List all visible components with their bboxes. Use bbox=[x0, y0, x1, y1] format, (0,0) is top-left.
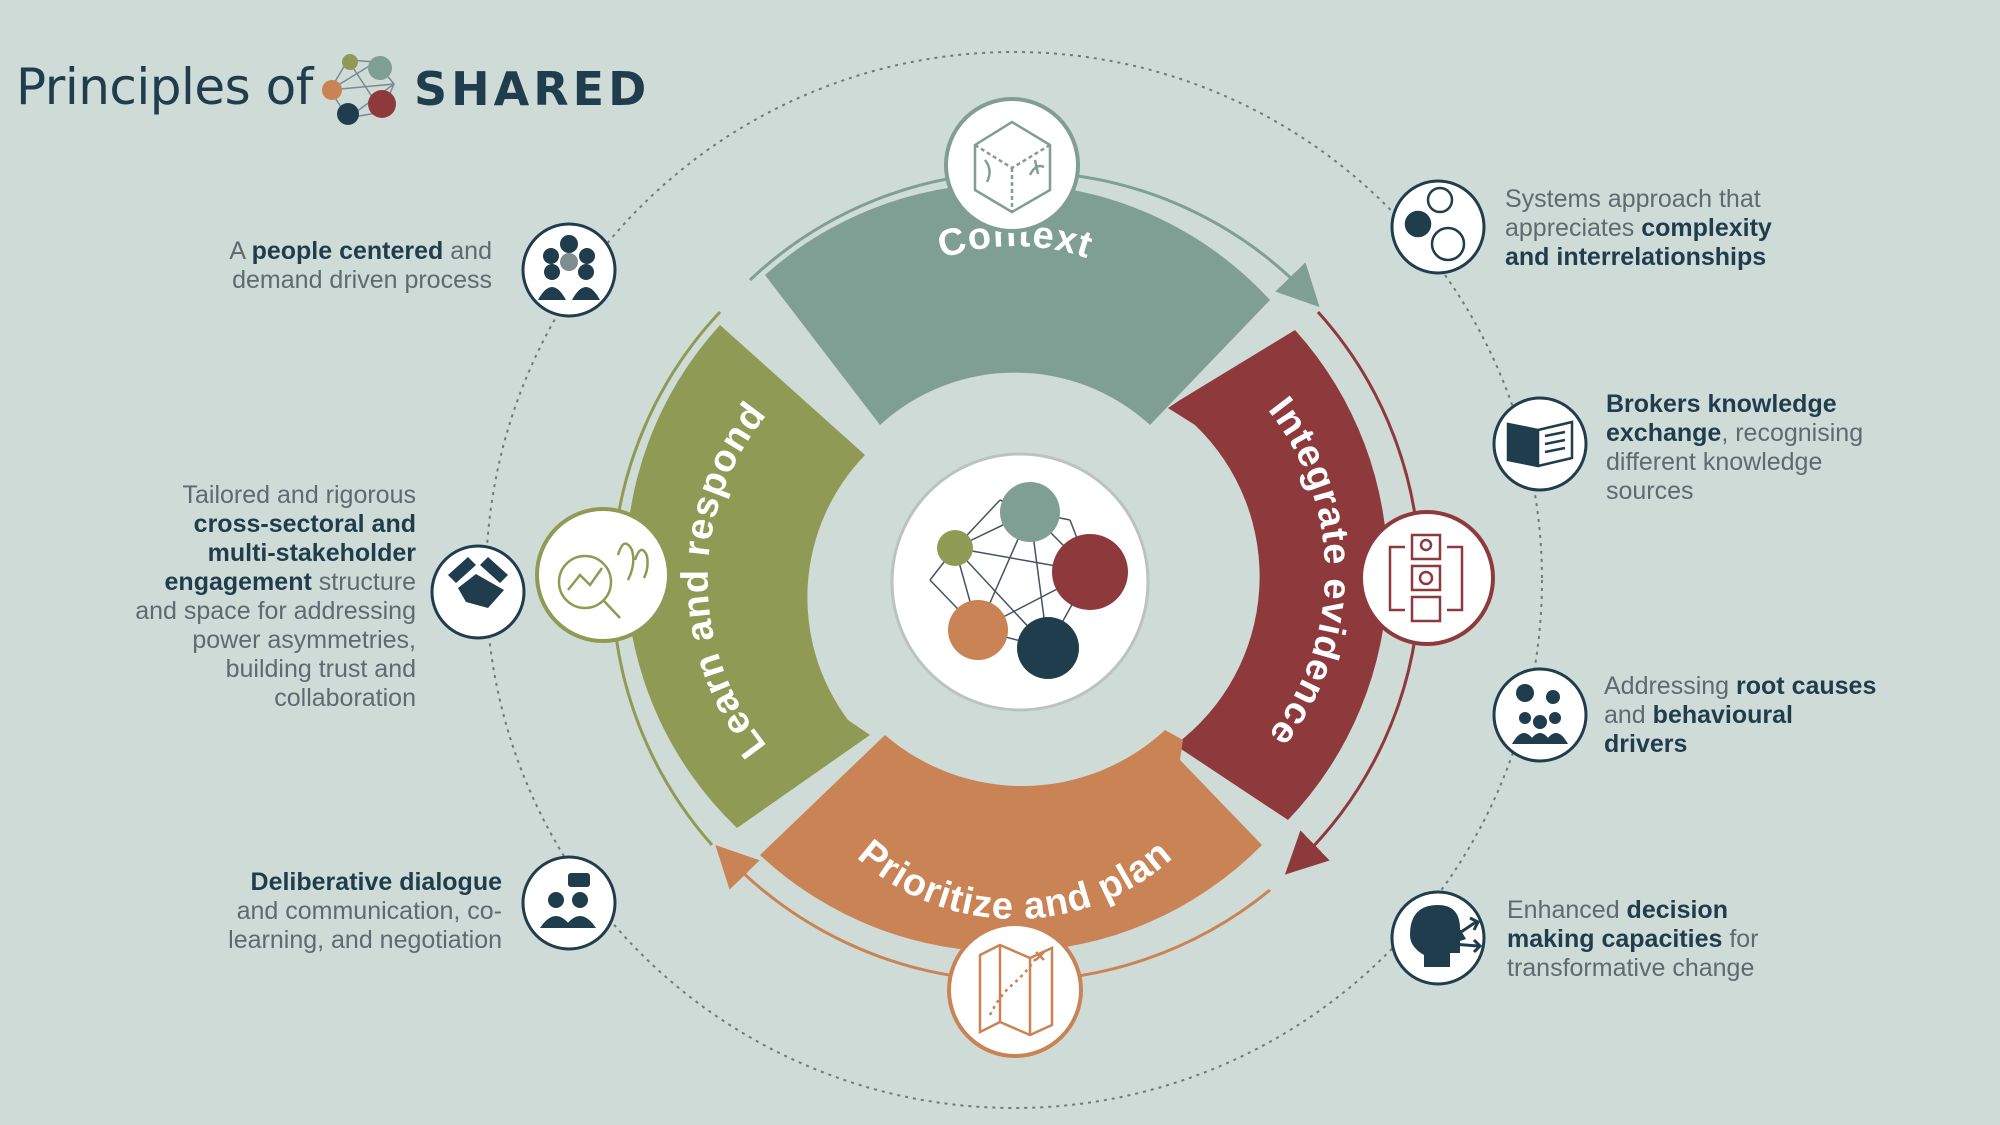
gears-people-icon bbox=[1492, 667, 1588, 763]
people-group-icon bbox=[521, 222, 617, 318]
integrate-evidence-segment bbox=[1168, 330, 1388, 820]
dialogue-icon bbox=[521, 855, 617, 951]
shared-logo-icon bbox=[322, 54, 396, 125]
book-icon bbox=[1492, 396, 1588, 492]
cube-map-icon bbox=[944, 97, 1080, 233]
prioritize-plan-segment bbox=[760, 730, 1262, 953]
map-route-icon bbox=[947, 922, 1083, 1058]
network-nodes-icon bbox=[890, 452, 1150, 712]
handshake-icon bbox=[430, 544, 526, 640]
learn-respond-segment bbox=[625, 325, 870, 828]
page-title-prefix: Principles of bbox=[16, 58, 313, 116]
context-segment bbox=[765, 183, 1270, 425]
brand-name: SHARED bbox=[414, 62, 651, 116]
evidence-cycle-icon bbox=[1359, 510, 1495, 646]
magnify-chart-icon bbox=[535, 507, 671, 643]
head-decision-icon bbox=[1390, 890, 1486, 986]
systems-people-icon bbox=[1390, 179, 1486, 275]
principle-engagement: Tailored and rigorous cross-sectoral and… bbox=[135, 481, 416, 712]
